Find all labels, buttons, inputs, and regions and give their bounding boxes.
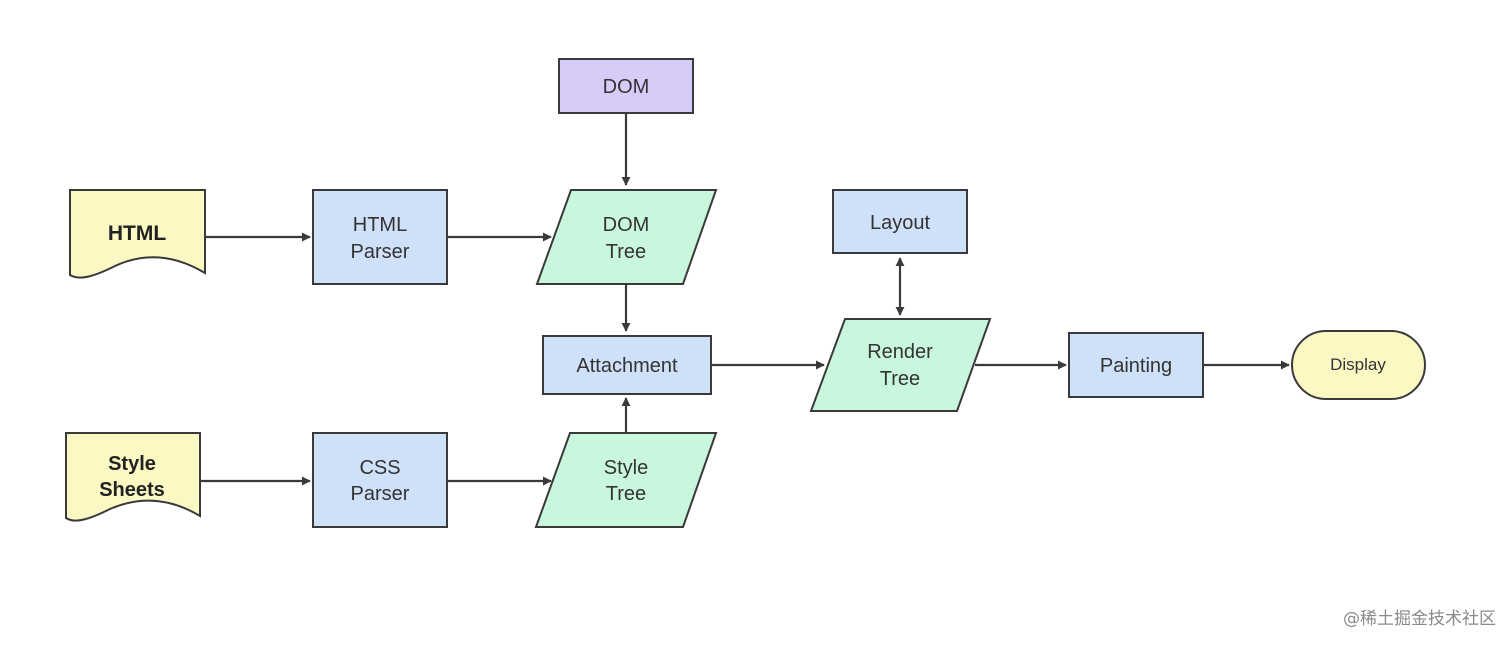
- node-css-parser: CSS Parser: [312, 432, 448, 528]
- style-sheets-label-line2: Sheets: [99, 479, 165, 501]
- style-tree-label-line1: Style: [604, 457, 648, 479]
- style-tree-label-line2: Tree: [606, 483, 646, 505]
- node-layout: Layout: [832, 189, 968, 254]
- node-html-parser: HTML Parser: [312, 189, 448, 285]
- node-painting: Painting: [1068, 332, 1204, 398]
- node-display: Display: [1291, 330, 1426, 400]
- dom-tree-label-line1: DOM: [603, 214, 650, 236]
- watermark-text: @稀土掘金技术社区: [1343, 609, 1496, 629]
- html-parser-box: [312, 189, 448, 285]
- render-tree-label-line2: Tree: [880, 368, 920, 390]
- css-parser-label-line1: CSS: [359, 457, 400, 479]
- html-label: HTML: [108, 222, 166, 245]
- node-style-sheets-document: Style Sheets: [65, 432, 201, 522]
- layout-box: [832, 189, 968, 254]
- html-parser-label-line2: Parser: [351, 241, 410, 263]
- style-sheets-document-shape: [65, 432, 201, 522]
- css-parser-label-line2: Parser: [351, 483, 410, 505]
- dom-tree-shape: [535, 189, 718, 285]
- painting-box: [1068, 332, 1204, 398]
- render-tree-shape: [809, 318, 992, 412]
- node-html-document: HTML: [69, 189, 206, 279]
- style-sheets-label-line1: Style: [108, 453, 156, 475]
- style-tree-shape: [534, 432, 718, 528]
- node-attachment: Attachment: [542, 335, 712, 395]
- node-dom-tree: DOM Tree: [535, 189, 718, 285]
- dom-tree-label-line2: Tree: [606, 241, 646, 263]
- render-tree-label-line1: Render: [867, 341, 933, 363]
- node-dom: DOM: [558, 58, 694, 114]
- attachment-label: Attachment: [576, 355, 678, 377]
- layout-label: Layout: [870, 212, 930, 234]
- html-document-shape: [69, 189, 206, 279]
- attachment-box: [542, 335, 712, 395]
- display-shape: [1291, 330, 1426, 400]
- display-label: Display: [1330, 355, 1386, 374]
- dom-box: [558, 58, 694, 114]
- painting-label: Painting: [1100, 355, 1172, 377]
- dom-label: DOM: [603, 76, 650, 98]
- node-render-tree: Render Tree: [809, 318, 992, 412]
- css-parser-box: [312, 432, 448, 528]
- html-parser-label-line1: HTML: [353, 214, 407, 236]
- node-style-tree: Style Tree: [534, 432, 718, 528]
